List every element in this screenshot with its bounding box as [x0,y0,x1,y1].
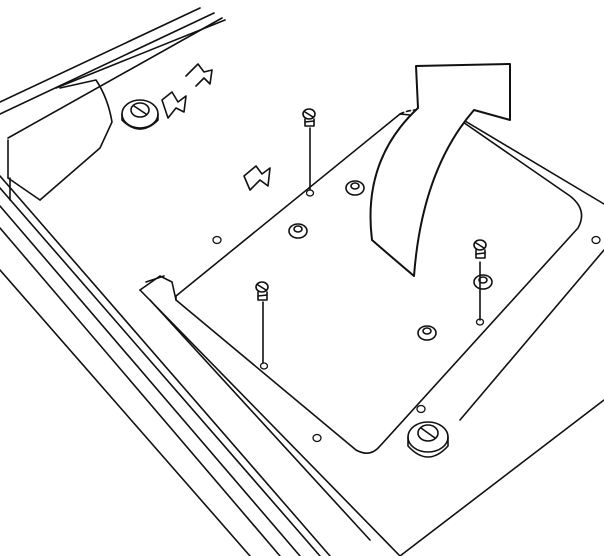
access-panel [175,109,583,454]
device-frame [0,7,604,556]
knob-lower-right [407,421,449,458]
screw-left [255,281,269,364]
clip-brackets [161,63,271,191]
screw-top-center [302,108,316,191]
panel-bosses [288,180,493,341]
lift-arrow-icon [369,63,511,277]
knob-upper-left [121,99,159,130]
screw-right [473,239,487,321]
